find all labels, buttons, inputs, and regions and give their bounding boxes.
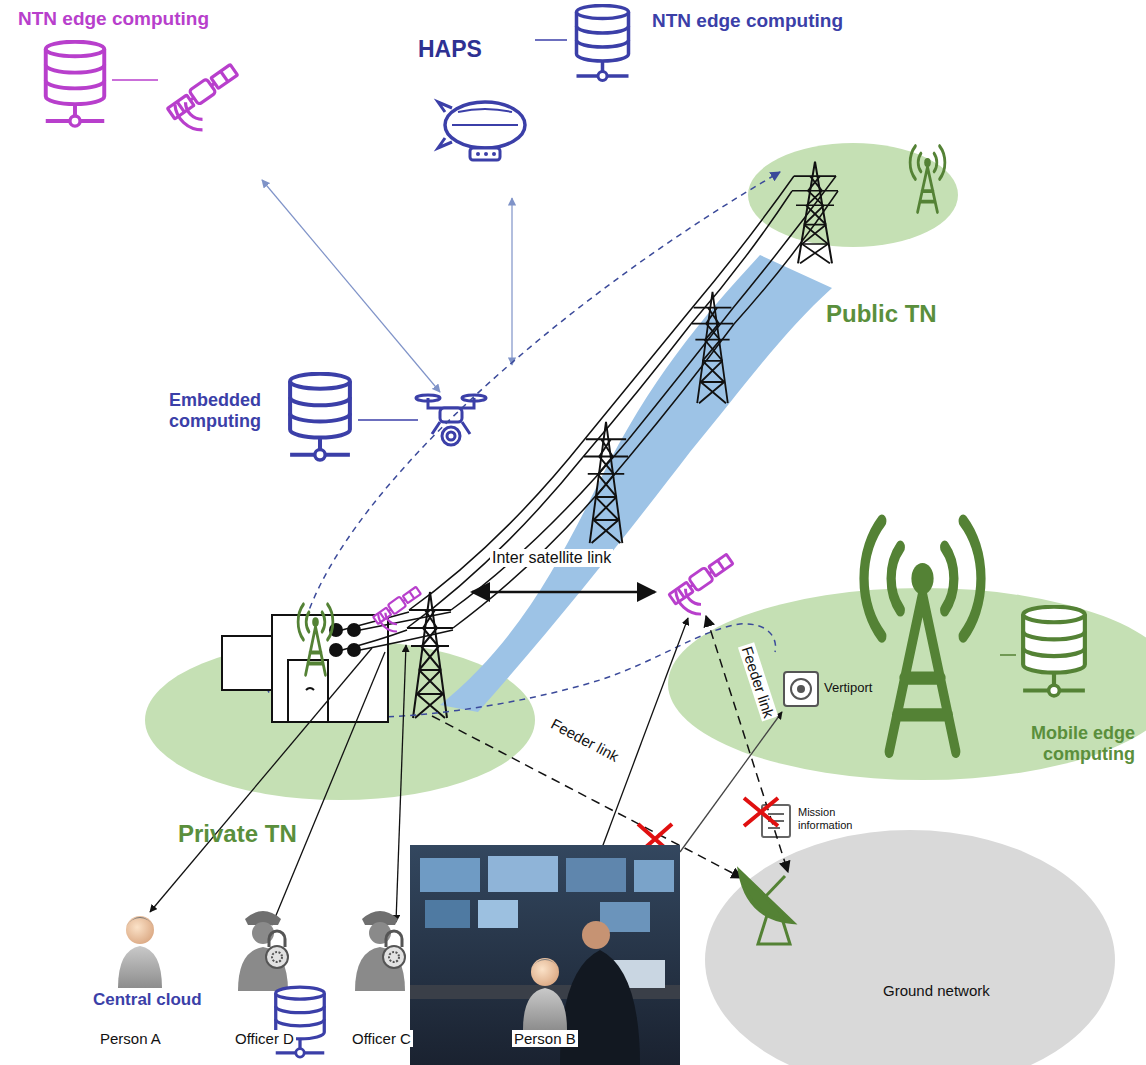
region-label: Private TN — [178, 820, 297, 848]
layer-title: NTN edge computing — [18, 8, 209, 30]
ntn-satellite-computing — [46, 42, 239, 130]
layer-title: Central cloud — [93, 990, 202, 1010]
region-label: Public TN — [826, 300, 937, 328]
link-label: Feeder link — [546, 714, 623, 766]
link-label: Inter satellite link — [490, 549, 613, 567]
person-label: Person A — [100, 1030, 161, 1047]
ellipse-shape — [705, 830, 1115, 1065]
user-arrows — [150, 618, 782, 960]
antenna-symbol — [864, 521, 981, 752]
vertiport-icon — [784, 672, 818, 706]
layer-title: NTN edge computing — [652, 10, 843, 32]
antenna-symbol — [298, 604, 333, 674]
link-arrows — [262, 180, 512, 392]
layer-title: HAPS — [418, 36, 482, 62]
officer-icon — [355, 911, 405, 991]
building — [222, 612, 453, 722]
control-room-photo — [410, 845, 680, 1065]
feeder-links — [432, 616, 788, 878]
satellite-symbol — [668, 553, 734, 614]
icon-label: Vertiport — [822, 681, 874, 696]
antenna-symbol — [910, 146, 945, 212]
officer-icon — [238, 911, 288, 991]
person-label: Officer D — [233, 1030, 296, 1047]
database-symbol — [1023, 607, 1085, 696]
person-label: Officer C — [350, 1030, 413, 1047]
person-icon — [118, 916, 162, 988]
icon-label: Mission information — [796, 806, 864, 831]
power-corridor — [440, 255, 832, 712]
person-label: Person B — [512, 1030, 578, 1047]
drone-computing — [290, 374, 486, 460]
ground-dish — [740, 872, 792, 944]
connector-line — [1000, 654, 1016, 656]
network-ellipse: Ground network — [705, 830, 1115, 1065]
satellite-symbol — [372, 586, 421, 632]
link-label: Feeder link — [738, 642, 779, 722]
layer-title: Embedded computing — [150, 390, 280, 431]
haps-computing — [438, 6, 629, 161]
ellipse-outline — [705, 830, 1115, 1065]
region-label: Mobile edge computing — [988, 723, 1135, 764]
region-label: Ground network — [883, 982, 990, 999]
power-line — [407, 162, 838, 718]
inter-satellite-arrow — [472, 591, 655, 594]
